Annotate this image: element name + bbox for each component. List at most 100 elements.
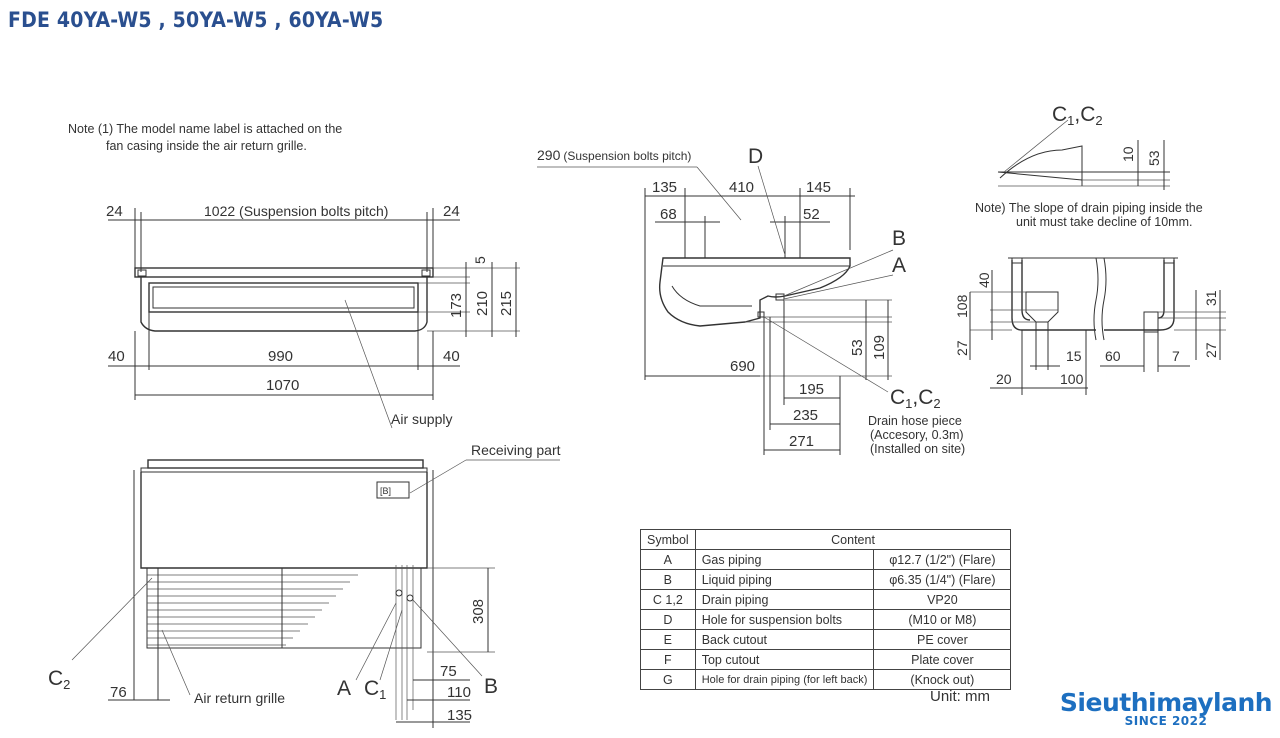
- table-row: D Hole for suspension bolts (M10 or M8): [640, 609, 1012, 630]
- dim-410: 410: [729, 179, 754, 196]
- front-view: [108, 208, 520, 429]
- dim-1070: 1070: [266, 377, 299, 394]
- dim-24-left: 24: [106, 203, 123, 220]
- cell-symbol: E: [640, 629, 696, 650]
- cell-spec: φ12.7 (1/2") (Flare): [873, 549, 1012, 570]
- dim-15: 15: [1066, 348, 1082, 364]
- label-a-side: A: [892, 254, 906, 277]
- dim-108: 108: [954, 294, 970, 318]
- cell-symbol: F: [640, 649, 696, 670]
- table-row: E Back cutout PE cover: [640, 629, 1012, 650]
- label-air-supply: Air supply: [391, 411, 452, 427]
- cell-content: Gas piping: [694, 549, 875, 570]
- note-drain-2: unit must take decline of 10mm.: [1016, 215, 1192, 229]
- dim-53-side: 53: [849, 339, 866, 356]
- cell-spec: (M10 or M8): [873, 609, 1012, 630]
- label-a-bottom: A: [337, 677, 351, 700]
- cell-spec: (Knock out): [873, 669, 1012, 690]
- receiver-icon-text: [B]: [380, 486, 391, 496]
- cell-symbol: D: [640, 609, 696, 630]
- header-content: Content: [694, 529, 1012, 550]
- logo-tagline: SINCE 2022: [1124, 714, 1208, 728]
- cell-symbol: C 1,2: [640, 589, 696, 610]
- label-d-side: D: [748, 145, 763, 168]
- dim-1022: 1022 (Suspension bolts pitch): [204, 203, 388, 219]
- dim-10: 10: [1120, 146, 1136, 162]
- cell-symbol: A: [640, 549, 696, 570]
- note-model-label-2: fan casing inside the air return grille.: [106, 139, 307, 153]
- table-row: G Hole for drain piping (for left back) …: [640, 669, 1012, 690]
- table-row: A Gas piping φ12.7 (1/2") (Flare): [640, 549, 1012, 570]
- cell-spec: φ6.35 (1/4") (Flare): [873, 569, 1012, 590]
- dim-135-side: 135: [652, 179, 677, 196]
- dim-210: 210: [474, 291, 491, 316]
- drain-detail: [969, 257, 1226, 395]
- cell-content: Top cutout: [694, 649, 875, 670]
- cell-symbol: G: [640, 669, 696, 690]
- label-c2-bottom: C2: [48, 667, 70, 692]
- unit-label: Unit: mm: [930, 688, 990, 705]
- dim-75: 75: [440, 663, 457, 680]
- dim-52: 52: [803, 206, 820, 223]
- cell-spec: Plate cover: [873, 649, 1012, 670]
- table-row: F Top cutout Plate cover: [640, 649, 1012, 670]
- drain-hose-label-2: (Accesory, 0.3m): [870, 428, 964, 442]
- note-drain-1: Note) The slope of drain piping inside t…: [975, 201, 1203, 215]
- dim-215: 215: [498, 291, 515, 316]
- dim-110: 110: [447, 684, 471, 701]
- symbol-table: Symbol Content A Gas piping φ12.7 (1/2")…: [640, 529, 1012, 690]
- dim-40-drain: 40: [976, 272, 992, 288]
- dim-68: 68: [660, 206, 677, 223]
- label-b-bottom: B: [484, 675, 498, 698]
- label-b-side: B: [892, 227, 906, 250]
- label-c12-slope: C1,C2: [1052, 103, 1103, 128]
- dim-308: 308: [470, 599, 487, 624]
- dim-76: 76: [110, 684, 127, 701]
- drain-hose-label-3: (Installed on site): [870, 442, 965, 456]
- dim-173: 173: [448, 293, 465, 318]
- dim-109: 109: [871, 335, 888, 360]
- drain-hose-label-1: Drain hose piece: [868, 414, 962, 428]
- cell-content: Back cutout: [694, 629, 875, 650]
- note-model-label-1: Note (1) The model name label is attache…: [68, 122, 342, 136]
- label-c12-side: C1,C2: [890, 386, 941, 411]
- bottom-view: [71, 459, 560, 728]
- dim-60: 60: [1105, 348, 1121, 364]
- cell-content: Hole for drain piping (for left back): [694, 669, 875, 690]
- dim-20: 20: [996, 371, 1012, 387]
- logo-name: Sieuthimaylanh: [1059, 688, 1273, 717]
- dim-5: 5: [472, 256, 488, 264]
- table-row: C 1,2 Drain piping VP20: [640, 589, 1012, 610]
- cell-spec: PE cover: [873, 629, 1012, 650]
- header-symbol: Symbol: [640, 529, 696, 550]
- dim-24-right: 24: [443, 203, 460, 220]
- cell-content: Hole for suspension bolts: [694, 609, 875, 630]
- brand-logo: Sieuthimaylanh SINCE 2022: [1058, 688, 1274, 728]
- side-view: [537, 165, 894, 455]
- dim-27-right: 27: [1203, 342, 1219, 358]
- dim-145: 145: [806, 179, 831, 196]
- dim-7: 7: [1172, 348, 1180, 364]
- dim-195: 195: [799, 381, 824, 398]
- label-c1-bottom: C1: [364, 677, 386, 702]
- page-title: FDE 40YA-W5 , 50YA-W5 , 60YA-W5: [8, 8, 384, 32]
- dim-271: 271: [789, 433, 814, 450]
- dim-135: 135: [447, 707, 472, 724]
- cell-content: Drain piping: [694, 589, 875, 610]
- cell-symbol: B: [640, 569, 696, 590]
- label-air-return-grille: Air return grille: [194, 690, 285, 706]
- dim-235: 235: [793, 407, 818, 424]
- table-row: B Liquid piping φ6.35 (1/4") (Flare): [640, 569, 1012, 590]
- dim-290: 290(Suspension bolts pitch): [537, 147, 691, 163]
- dim-100: 100: [1060, 371, 1084, 387]
- cell-content: Liquid piping: [694, 569, 875, 590]
- label-receiving-part: Receiving part: [471, 442, 561, 458]
- dim-40-right: 40: [443, 348, 460, 365]
- slope-detail: [997, 119, 1170, 190]
- cell-spec: VP20: [873, 589, 1012, 610]
- table-header-row: Symbol Content: [640, 529, 1012, 550]
- dim-690: 690: [730, 358, 755, 375]
- dim-990: 990: [268, 348, 293, 365]
- dim-27-left: 27: [954, 340, 970, 356]
